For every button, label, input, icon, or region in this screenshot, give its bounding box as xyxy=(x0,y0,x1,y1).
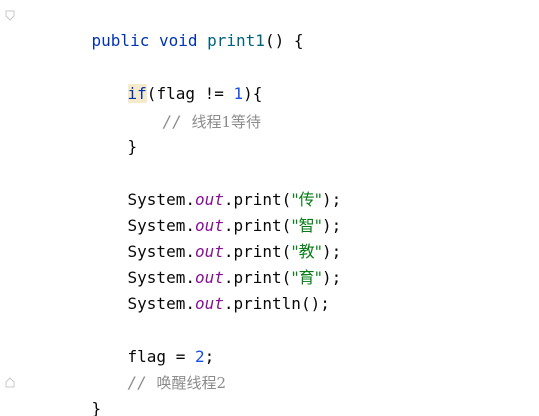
code-line-comment-wait[interactable]: // 线程1等待 xyxy=(124,86,261,131)
method-call: .println(); xyxy=(223,294,330,313)
code-line-print-2[interactable]: System.out.print("智"); xyxy=(89,190,342,235)
code-line-assign[interactable]: flag = 2; xyxy=(89,321,215,366)
code-line-comment-wake[interactable]: // 唤醒线程2 xyxy=(89,347,226,392)
fold-collapse-icon[interactable] xyxy=(4,10,16,22)
fold-end-icon[interactable] xyxy=(4,376,16,388)
code-line-print-3[interactable]: System.out.print("教"); xyxy=(89,216,342,261)
code-line-method-close[interactable]: } xyxy=(53,373,102,416)
code-line-print-1[interactable]: System.out.print("传"); xyxy=(89,164,342,209)
comment-text: 唤醒线程2 xyxy=(156,374,226,392)
operator-assign: = xyxy=(166,347,195,366)
code-line-println[interactable]: System.out.println(); xyxy=(89,268,330,313)
method-call: .print( xyxy=(223,268,292,287)
code-line-print-4[interactable]: System.out.print("育"); xyxy=(89,242,342,287)
close-brace: } xyxy=(91,399,102,416)
statement-end: ); xyxy=(322,268,342,287)
method-call: .print( xyxy=(223,216,292,235)
class-system: System. xyxy=(127,294,195,313)
close-brace: } xyxy=(127,137,138,156)
statement-end: ; xyxy=(204,347,215,366)
statement-end: ); xyxy=(322,242,342,261)
class-system: System. xyxy=(127,190,195,209)
keyword-public: public xyxy=(91,31,150,50)
operator-not-equal: != xyxy=(194,84,234,103)
string-literal: "传" xyxy=(291,190,323,209)
comment-slashes: // xyxy=(162,112,192,131)
field-out: out xyxy=(194,216,224,235)
method-name: print1 xyxy=(207,31,265,50)
comment-slashes: // xyxy=(127,373,157,392)
class-system: System. xyxy=(127,216,195,235)
statement-end: ); xyxy=(322,190,342,209)
field-out: out xyxy=(194,294,224,313)
string-literal: "教" xyxy=(291,242,323,261)
variable-flag: flag xyxy=(127,347,167,366)
string-literal: "育" xyxy=(291,268,323,287)
variable-flag: flag xyxy=(156,84,195,103)
number-literal: 1 xyxy=(233,84,244,103)
method-call: .print( xyxy=(223,190,292,209)
code-line-if-close[interactable]: } xyxy=(89,111,138,156)
method-call: .print( xyxy=(223,242,292,261)
keyword-if: if xyxy=(127,84,147,103)
editor-gutter xyxy=(0,0,22,416)
field-out: out xyxy=(194,268,224,287)
number-literal: 2 xyxy=(194,347,205,366)
field-out: out xyxy=(194,242,224,261)
statement-end: ); xyxy=(322,216,342,235)
string-literal: "智" xyxy=(291,216,323,235)
comment-text: 线程1等待 xyxy=(191,113,261,131)
code-line-if[interactable]: if(flag != 1){ xyxy=(89,58,262,103)
paren-close-brace: ){ xyxy=(243,84,263,103)
code-line-method-signature[interactable]: public void print1() { xyxy=(53,5,304,50)
paren-open: ( xyxy=(146,84,157,103)
field-out: out xyxy=(194,190,224,209)
keyword-void: void xyxy=(158,31,198,50)
class-system: System. xyxy=(127,268,195,287)
method-params: () { xyxy=(264,31,304,50)
class-system: System. xyxy=(127,242,195,261)
